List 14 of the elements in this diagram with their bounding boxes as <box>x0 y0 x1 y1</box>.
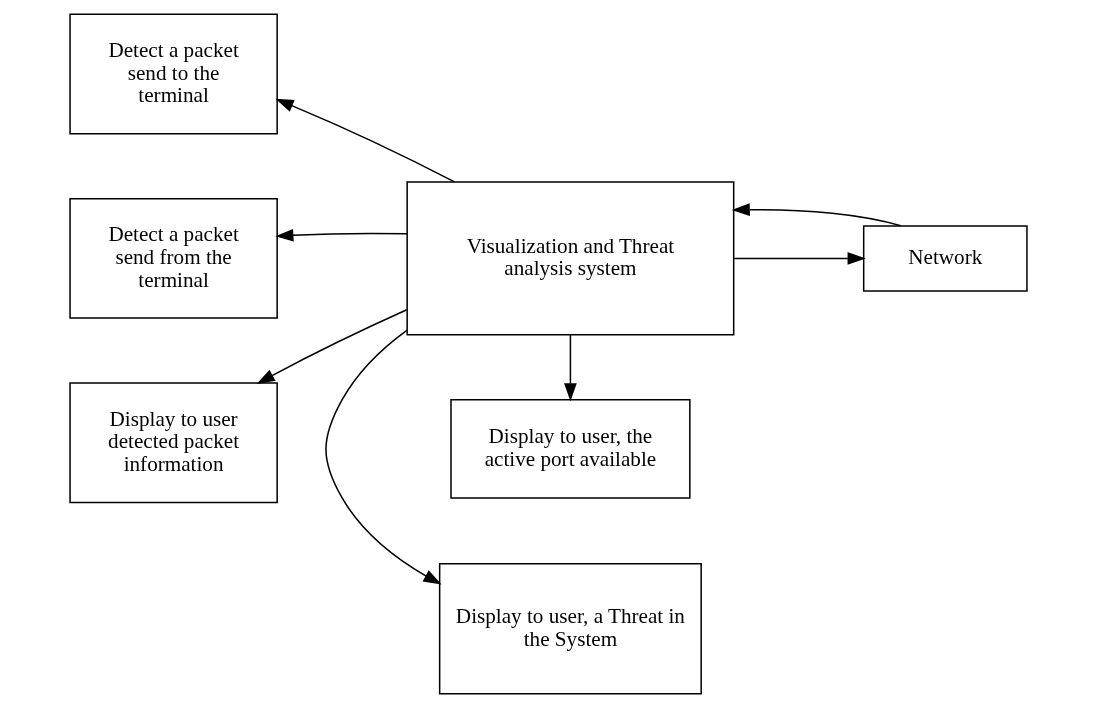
arrow <box>256 308 408 384</box>
node-box: Detect a packet send to the terminal <box>68 13 278 135</box>
arrow <box>274 228 408 242</box>
arrow <box>731 203 901 227</box>
node-box: Visualization and Threat analysis system <box>405 181 734 336</box>
node-box: Display to user detected packet information <box>68 382 278 504</box>
arrow <box>274 98 455 183</box>
arrow <box>324 329 442 585</box>
arrow <box>563 334 577 402</box>
node-box: Network <box>862 225 1028 292</box>
node-box: Detect a packet send from the terminal <box>68 197 278 319</box>
node-box: Display to user, the active port available <box>449 398 691 499</box>
arrow <box>732 252 866 265</box>
node-box: Display to user, a Threat in the System <box>438 563 702 695</box>
